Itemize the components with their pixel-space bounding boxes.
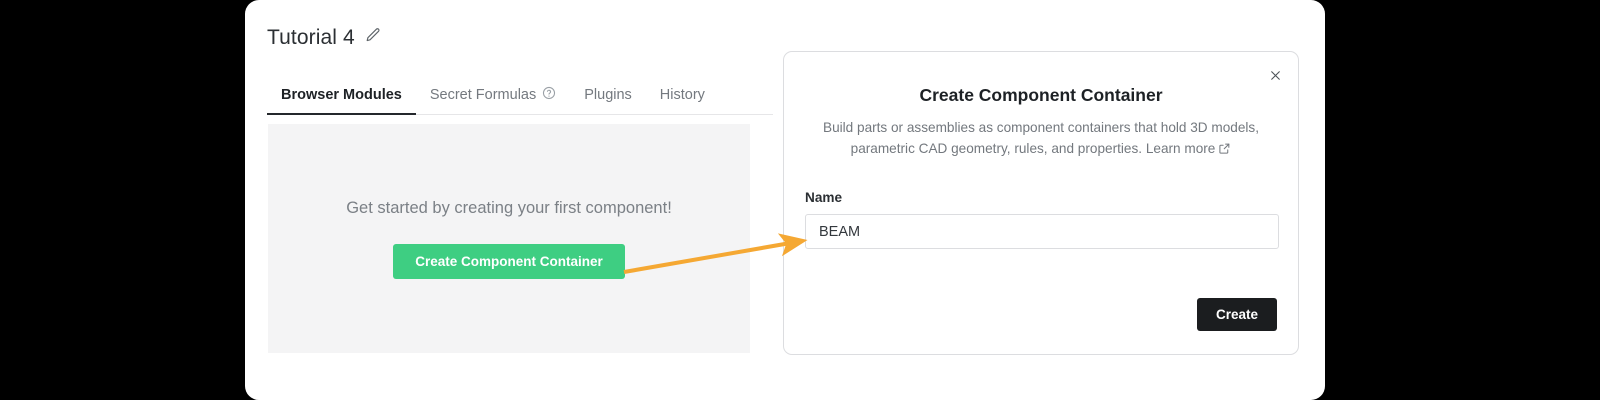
- tab-plugins[interactable]: Plugins: [570, 76, 646, 114]
- tab-label: Secret Formulas: [429, 87, 537, 103]
- create-submit-button[interactable]: Create: [1196, 298, 1277, 331]
- tab-label: Plugins: [584, 87, 632, 103]
- page-title: Tutorial 4: [267, 25, 355, 49]
- external-link-icon[interactable]: [1218, 140, 1231, 161]
- learn-more-link[interactable]: Learn more: [1146, 141, 1232, 156]
- modal-description: Build parts or assemblies as component c…: [804, 117, 1278, 161]
- tab-label: History: [659, 87, 705, 103]
- modal-description-text: Build parts or assemblies as component c…: [823, 120, 1259, 157]
- tab-bar: Browser Modules Secret Formulas Plugins …: [267, 76, 773, 115]
- tab-browser-modules[interactable]: Browser Modules: [267, 76, 416, 115]
- tab-label: Browser Modules: [281, 87, 402, 103]
- help-circle-icon[interactable]: [542, 86, 556, 104]
- empty-state-panel: Get started by creating your first compo…: [268, 124, 750, 353]
- create-component-container-modal: Create Component Container Build parts o…: [783, 51, 1299, 355]
- empty-state-message: Get started by creating your first compo…: [346, 198, 672, 217]
- learn-more-label: Learn more: [1145, 141, 1216, 157]
- name-input[interactable]: [805, 214, 1279, 249]
- name-field-label: Name: [805, 190, 843, 205]
- title-row: Tutorial 4: [267, 26, 381, 48]
- create-component-container-button[interactable]: Create Component Container: [393, 243, 625, 279]
- name-field-block: Name: [805, 190, 1279, 249]
- tab-history[interactable]: History: [646, 76, 719, 114]
- app-card: Tutorial 4 Browser Modules Secret Formul…: [245, 0, 1325, 400]
- close-icon[interactable]: [1263, 63, 1287, 87]
- tab-secret-formulas[interactable]: Secret Formulas: [416, 76, 570, 114]
- modal-title: Create Component Container: [919, 85, 1163, 105]
- pencil-icon[interactable]: [364, 26, 381, 48]
